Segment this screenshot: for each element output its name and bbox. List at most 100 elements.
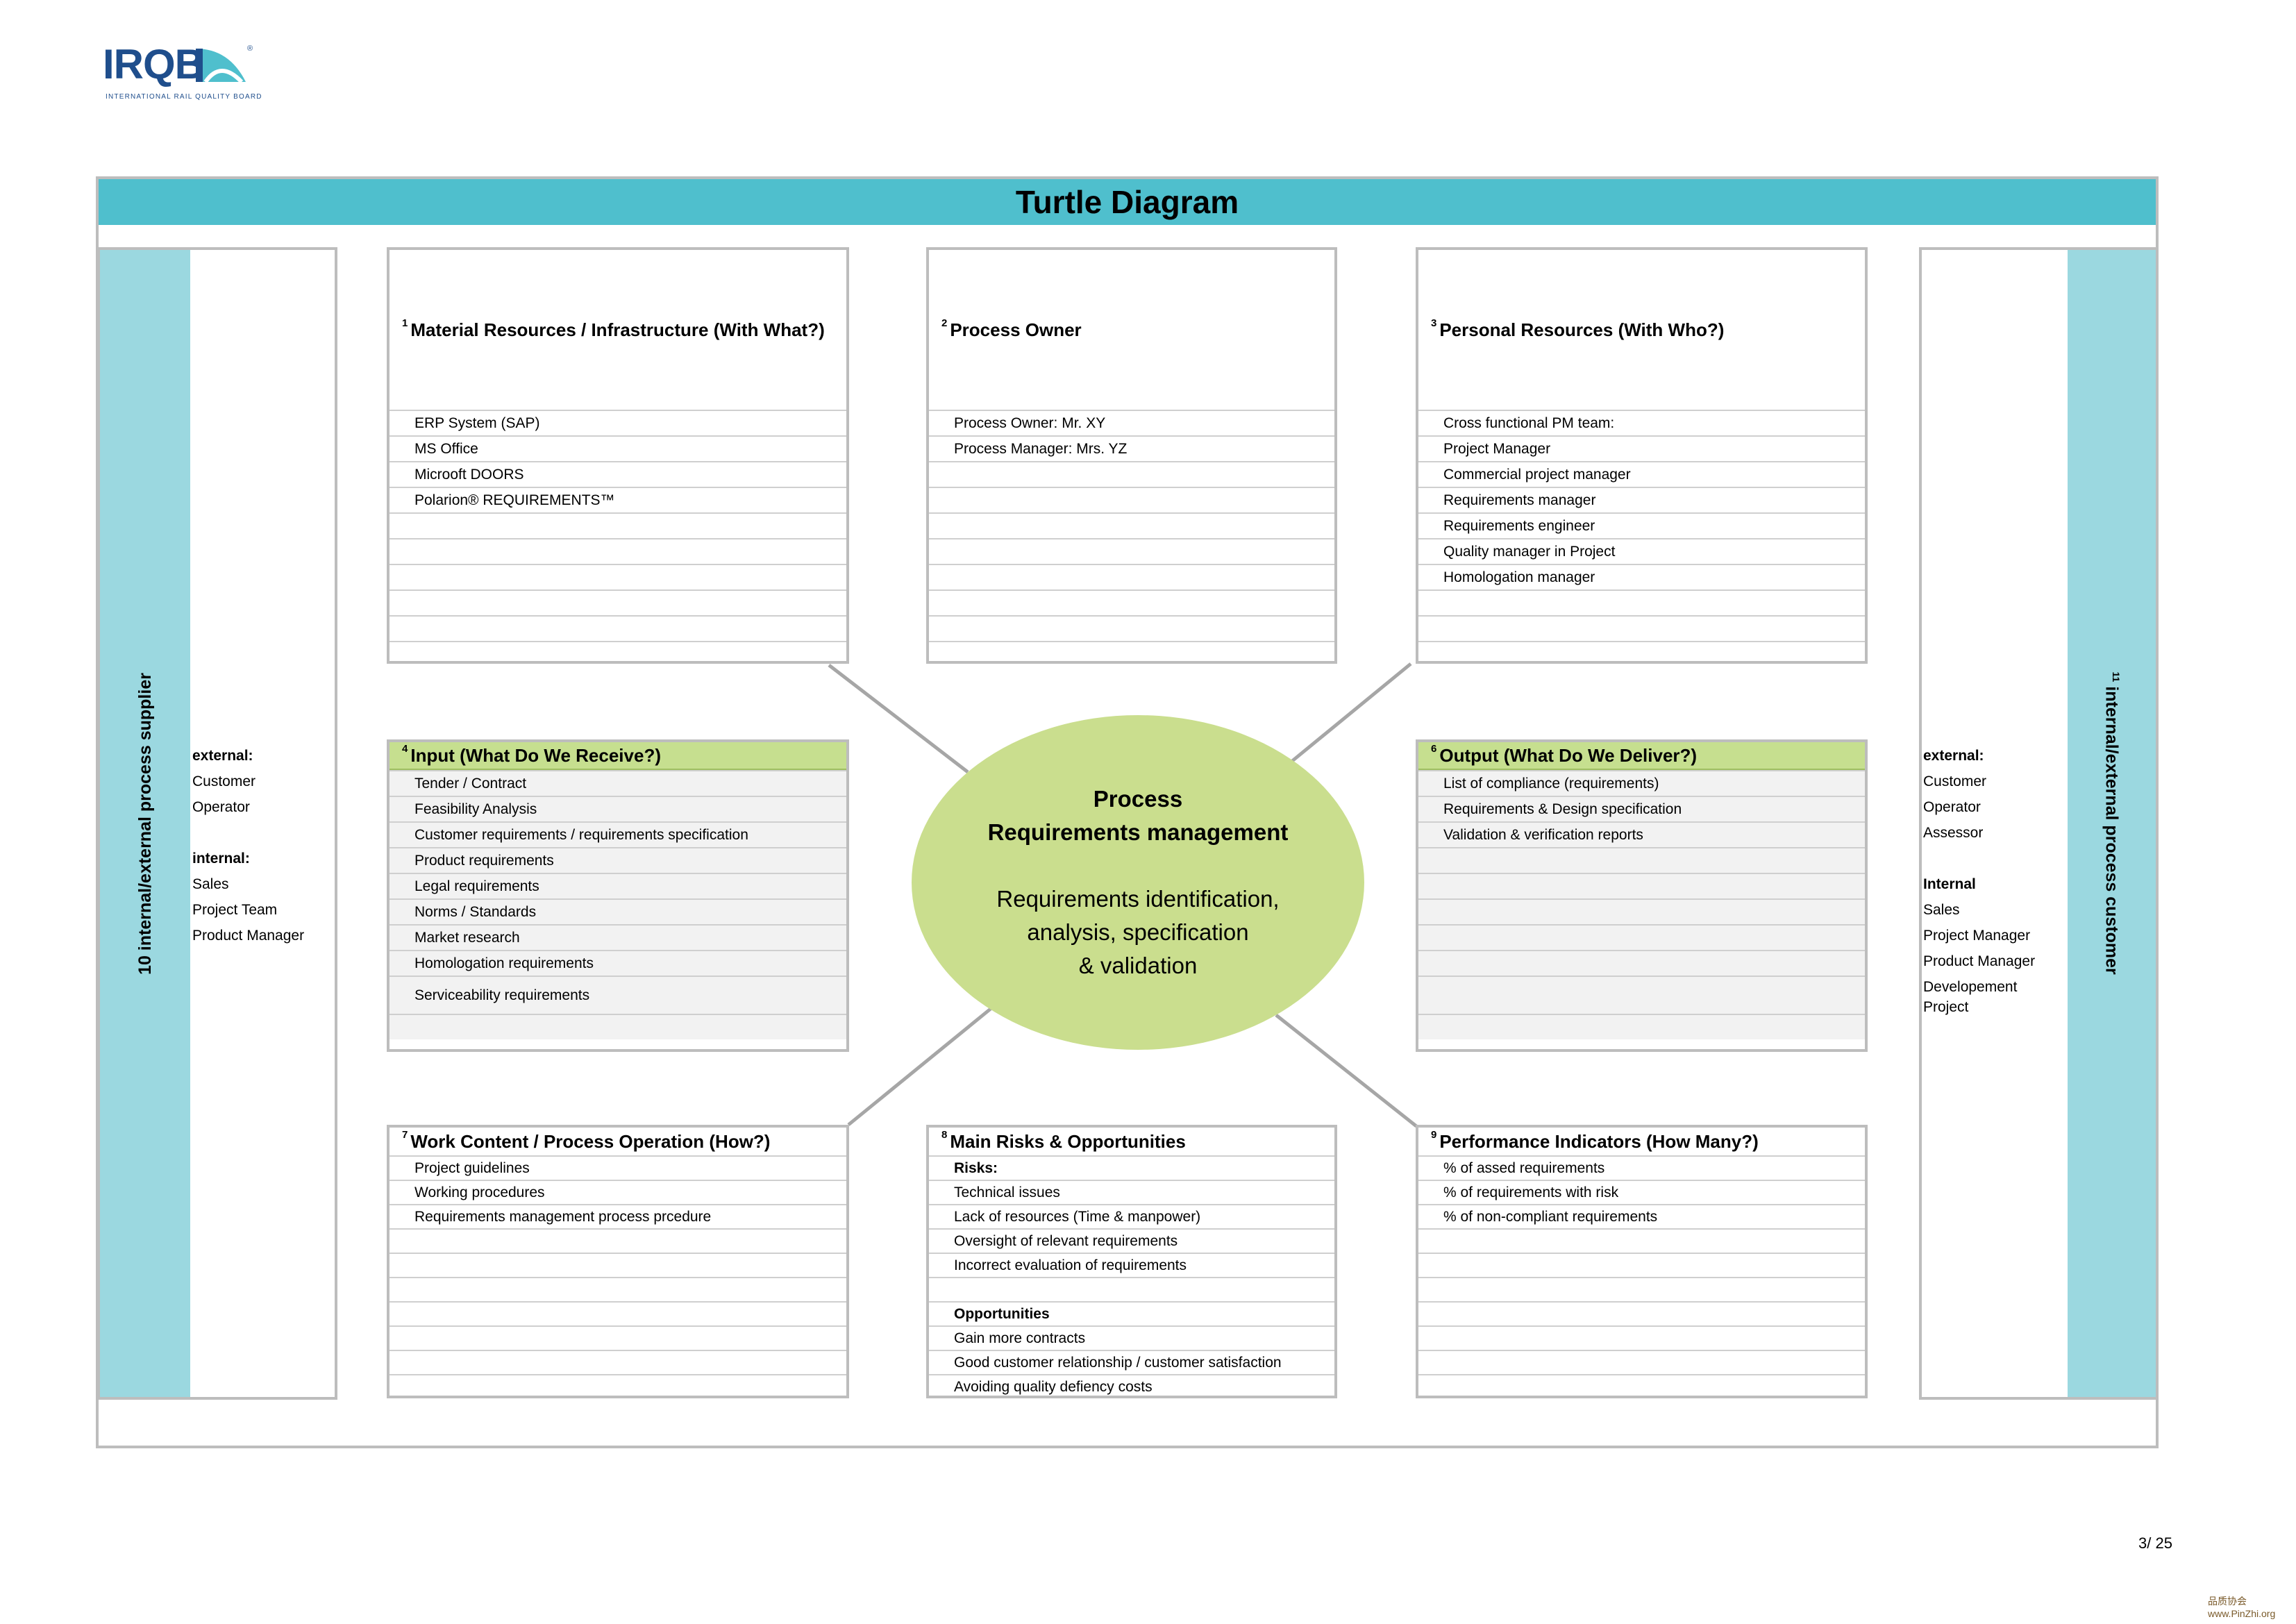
performance-box-row: % of requirements with risk (1418, 1180, 1865, 1204)
output-box-row (1418, 976, 1865, 1014)
customer-list-item (1923, 846, 2065, 871)
output-box-row (1418, 1014, 1865, 1039)
process-desc-line-3: & validation (1078, 953, 1198, 978)
output-box-row: Requirements & Design specification (1418, 796, 1865, 821)
customer-band: 11internal/external process customer (2068, 250, 2156, 1397)
supplier-list-item: Operator (192, 799, 250, 815)
risks-box-row: Oversight of relevant requirements (929, 1228, 1334, 1253)
supplier-list-item: internal: (192, 851, 250, 867)
personal-box-row (1418, 589, 1865, 615)
input-box-row: Customer requirements / requirements spe… (389, 821, 846, 847)
process-spacer (912, 849, 1364, 882)
logo-registered-mark: ® (247, 44, 253, 53)
performance-box-rows: % of assed requirements% of requirements… (1418, 1155, 1865, 1396)
logo-subtitle: INTERNATIONAL RAIL QUALITY BOARD (106, 93, 262, 101)
owner-box-row (929, 512, 1334, 538)
customer-list-item: Product Manager (1923, 953, 2036, 969)
risks-box-row: Risks: (929, 1155, 1334, 1180)
risks-box-row (929, 1277, 1334, 1301)
risks-box-row: Incorrect evaluation of requirements (929, 1253, 1334, 1277)
performance-box-row (1418, 1277, 1865, 1301)
personal-box-row (1418, 615, 1865, 641)
personal-box-row: Homologation manager (1418, 564, 1865, 589)
input-box-row: Feasibility Analysis (389, 796, 846, 821)
input-box-row: Market research (389, 924, 846, 950)
logo-rail-arc-icon (196, 49, 246, 84)
output-box-row (1418, 847, 1865, 873)
material-box-row (389, 589, 846, 615)
input-box-number: 4 (402, 742, 408, 755)
owner-box-row (929, 641, 1334, 667)
risks-box-number: 8 (941, 1128, 948, 1141)
customer-list-item: Project Manager (1923, 928, 2031, 944)
supplier-list-item: Product Manager (192, 928, 305, 944)
supplier-list-item: Project Team (192, 902, 278, 918)
output-box-row (1418, 950, 1865, 976)
personal-box-rows: Cross functional PM team:Project Manager… (1418, 410, 1865, 661)
performance-box-row (1418, 1350, 1865, 1374)
output-box-title-text: Output (What Do We Deliver?) (1439, 744, 1698, 766)
customer-label: internal/external process customer (2102, 686, 2122, 976)
work-box-row: Requirements management process prcedure (389, 1204, 846, 1228)
work-box-row (389, 1374, 846, 1398)
process-ellipse: Process Requirements management Requirem… (912, 715, 1364, 1050)
input-box-row: Product requirements (389, 847, 846, 873)
performance-box-row: % of assed requirements (1418, 1155, 1865, 1180)
owner-box-row (929, 487, 1334, 512)
owner-box-row (929, 589, 1334, 615)
personal-box-row (1418, 641, 1865, 667)
personal-box-row: Project Manager (1418, 435, 1865, 461)
owner-box-row (929, 538, 1334, 564)
personal-box-number: 3 (1431, 317, 1437, 329)
risks-box-row: Good customer relationship / customer sa… (929, 1350, 1334, 1374)
performance-box-number: 9 (1431, 1128, 1437, 1141)
material-box-title-text: Material Resources / Infrastructure (Wit… (410, 319, 825, 340)
risks-box-title-text: Main Risks & Opportunities (950, 1130, 1186, 1152)
owner-box-number: 2 (941, 317, 948, 329)
work-box-row (389, 1301, 846, 1325)
diagram-title: Turtle Diagram (99, 179, 2156, 225)
work-box-number: 7 (402, 1128, 408, 1141)
performance-box-row (1418, 1301, 1865, 1325)
output-box-row (1418, 873, 1865, 898)
input-box-row: Serviceability requirements (389, 976, 846, 1014)
connector-line-work (847, 1007, 993, 1126)
owner-box-row (929, 615, 1334, 641)
risks-box-row: Technical issues (929, 1180, 1334, 1204)
risks-box-row: Opportunities (929, 1301, 1334, 1325)
performance-box-row (1418, 1325, 1865, 1350)
work-box-row (389, 1350, 846, 1374)
risks-box-row: Lack of resources (Time & manpower) (929, 1204, 1334, 1228)
input-box-row: Homologation requirements (389, 950, 846, 976)
work-box-row (389, 1277, 846, 1301)
page-number: 3/ 25 (2138, 1534, 2172, 1552)
material-box-row (389, 512, 846, 538)
owner-box-row (929, 564, 1334, 589)
material-box-number: 1 (402, 317, 408, 329)
owner-box-row (929, 461, 1334, 487)
performance-box-row (1418, 1228, 1865, 1253)
customer-list-item: Internal (1923, 876, 1976, 892)
supplier-band: 10 internal/external process supplier (100, 250, 190, 1397)
output-box-row: Validation & verification reports (1418, 821, 1865, 847)
performance-box-row (1418, 1253, 1865, 1277)
material-box-row: MS Office (389, 435, 846, 461)
performance-box-row (1418, 1374, 1865, 1398)
work-box-title-text: Work Content / Process Operation (How?) (410, 1130, 771, 1152)
